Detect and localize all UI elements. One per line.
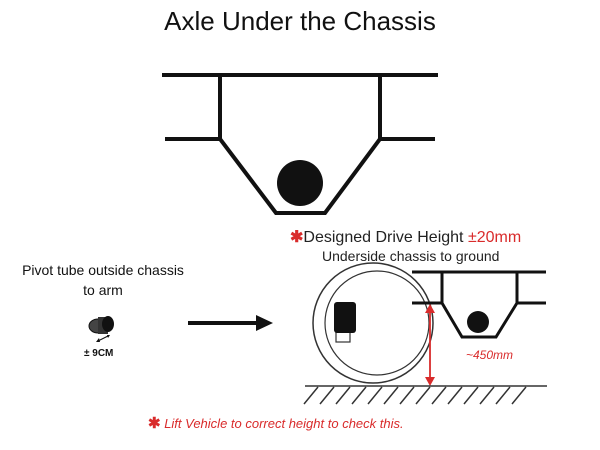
height-dimension-arrow xyxy=(425,304,435,386)
ground-hatch-line xyxy=(479,386,495,405)
tyre-outer xyxy=(312,262,434,384)
ground-hatch-line xyxy=(399,386,415,405)
ground xyxy=(303,385,547,405)
pivot-travel-label: ± 9CM xyxy=(84,348,114,359)
axle-circle xyxy=(277,160,323,206)
ground-hatch-line xyxy=(319,386,335,405)
ground-hatch-line xyxy=(303,386,319,405)
small-chassis-housing xyxy=(440,272,519,339)
chassis-top-view xyxy=(162,73,438,215)
right-arrow-icon xyxy=(188,315,273,331)
drive-height-marker: ✱ xyxy=(290,229,304,246)
lift-vehicle-note: ✱ Lift Vehicle to correct height to chec… xyxy=(148,414,404,432)
drive-height-text: Designed Drive Height xyxy=(303,229,468,246)
ground-hatch-line xyxy=(511,386,527,405)
shock-absorber xyxy=(334,302,356,333)
ground-hatch-line xyxy=(335,386,351,405)
ground-hatch-line xyxy=(463,386,479,405)
ground-hatch-line xyxy=(415,386,431,405)
chassis-axle-housing xyxy=(218,76,382,215)
ground-hatch-line xyxy=(431,386,447,405)
pivot-tube-label: Pivot tube outside chassis to arm xyxy=(22,262,184,298)
drive-height-note: Underside chassis to ground xyxy=(322,248,500,264)
drive-height-label: ✱Designed Drive Height ±20mm xyxy=(290,227,521,247)
diagram-title: Axle Under the Chassis xyxy=(164,6,436,36)
ground-hatch-line xyxy=(351,386,367,405)
ground-hatching xyxy=(303,386,527,405)
lift-note-marker: ✱ xyxy=(148,415,161,432)
pivot-tube-icon xyxy=(88,316,114,342)
drive-height-tolerance: ±20mm xyxy=(467,229,522,246)
tyre-inner xyxy=(324,270,430,376)
small-axle-circle xyxy=(467,311,489,333)
height-dimension-label: ~450mm xyxy=(466,348,514,362)
ground-hatch-line xyxy=(383,386,399,405)
chassis-side-view xyxy=(412,270,546,339)
ground-hatch-line xyxy=(367,386,383,405)
lift-note-text: Lift Vehicle to correct height to check … xyxy=(160,416,404,431)
wheel xyxy=(312,262,434,384)
ground-hatch-line xyxy=(495,386,511,405)
ground-hatch-line xyxy=(447,386,463,405)
